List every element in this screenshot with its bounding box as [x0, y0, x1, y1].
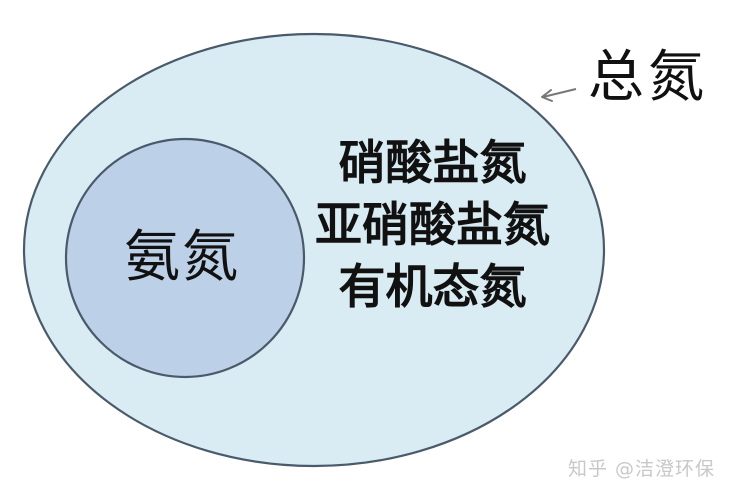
ammonia-nitrogen-circle: [64, 137, 306, 379]
nitrogen-components-list: 硝酸盐氮 亚硝酸盐氮 有机态氮: [300, 136, 565, 322]
ammonia-nitrogen-label: 氨氮: [124, 225, 240, 290]
nitrate-nitrogen-label: 硝酸盐氮: [338, 136, 527, 191]
arrow-left-icon: [541, 88, 577, 102]
nitrite-nitrogen-label: 亚硝酸盐氮: [315, 198, 550, 253]
organic-nitrogen-label: 有机态氮: [338, 260, 527, 315]
watermark: 知乎 @洁澄环保: [568, 458, 716, 480]
total-nitrogen-label: 总氮: [588, 45, 708, 110]
